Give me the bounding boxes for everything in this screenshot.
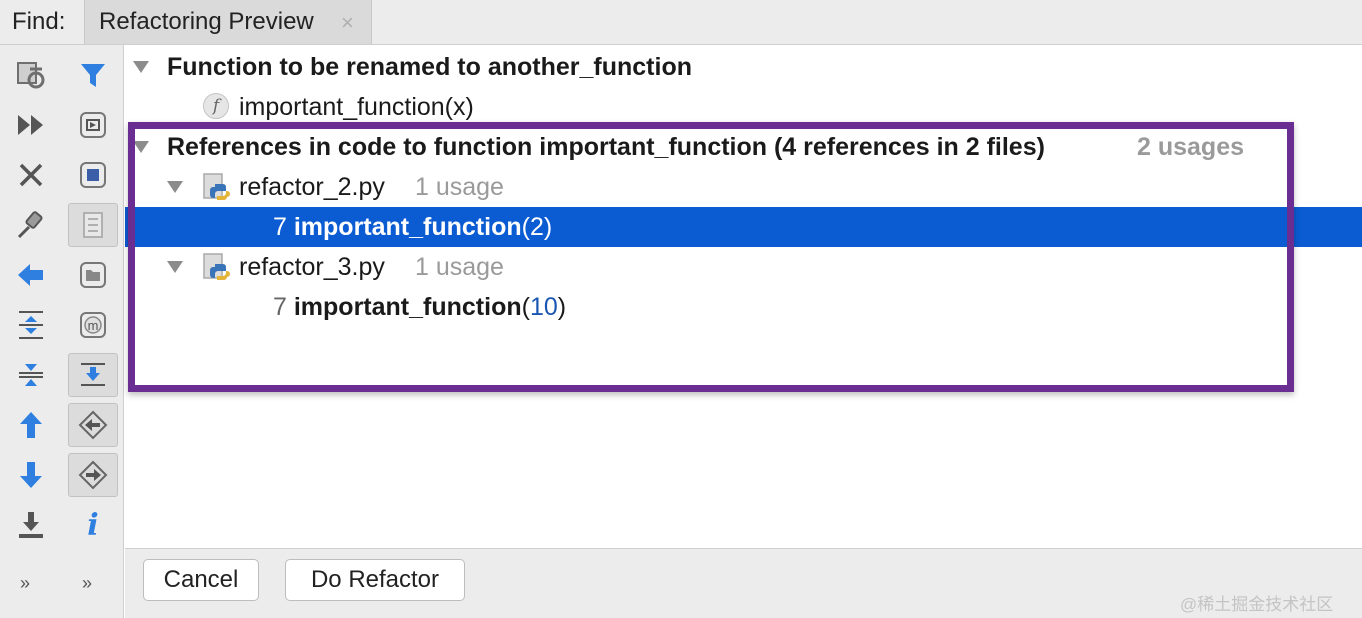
- cancel-button[interactable]: Cancel: [143, 559, 259, 601]
- python-file-icon: [203, 173, 230, 200]
- filter-button[interactable]: [68, 53, 118, 97]
- expand-icon: [19, 311, 43, 339]
- expand-all-run-icon: [18, 115, 43, 135]
- paren-open: (: [521, 293, 530, 321]
- group-title: Function to be renamed to another_functi…: [167, 53, 692, 81]
- back-arrow-icon: [18, 264, 43, 286]
- watermark: @稀土掘金技术社区: [1180, 595, 1334, 614]
- highlight-frame: [128, 122, 1294, 392]
- autoscroll-icon: [81, 363, 105, 386]
- file-usage: 1 usage: [415, 253, 504, 281]
- group-title: References in code to function important…: [167, 133, 1045, 161]
- tree-group-rename[interactable]: Function to be renamed to another_functi…: [125, 47, 1362, 87]
- stop-button[interactable]: [68, 153, 118, 197]
- filter-icon: [81, 64, 105, 87]
- tree-file-refactor-3[interactable]: refactor_3.py 1 usage: [125, 247, 1362, 287]
- collapse-arrow-icon[interactable]: [167, 261, 183, 273]
- tree-file-refactor-2[interactable]: refactor_2.py 1 usage: [125, 167, 1362, 207]
- do-refactor-button[interactable]: Do Refactor: [285, 559, 465, 601]
- bottom-bar: Cancel Do Refactor: [125, 548, 1362, 618]
- next-button[interactable]: [6, 453, 56, 497]
- pin-button[interactable]: [6, 203, 56, 247]
- tab-label: Refactoring Preview: [99, 8, 314, 35]
- pin-icon: [17, 211, 43, 239]
- tab-refactoring-preview[interactable]: Refactoring Preview ×: [84, 0, 372, 44]
- function-icon: f: [203, 93, 229, 119]
- next-occurrence-button[interactable]: [68, 453, 118, 497]
- rerun-icon: [17, 62, 45, 89]
- file-name: refactor_2.py: [239, 173, 385, 201]
- toolbar-more-1[interactable]: »: [20, 573, 31, 593]
- close-button[interactable]: [6, 153, 56, 197]
- usage-func: important_function: [293, 213, 522, 241]
- left-toolbar-secondary: m i »: [62, 45, 124, 618]
- folder-button[interactable]: [68, 253, 118, 297]
- file-usage: 1 usage: [415, 173, 504, 201]
- paren-close: ): [543, 213, 553, 241]
- tree-usage-row[interactable]: 7 important_function(10): [125, 287, 1362, 327]
- method-icon: m: [80, 312, 106, 338]
- info-button[interactable]: i: [68, 503, 118, 547]
- collapse-arrow-icon[interactable]: [167, 181, 183, 193]
- usage-count: 2 usages: [1137, 133, 1245, 161]
- usage-line: 7 important_function(2): [273, 213, 552, 242]
- tab-close-icon[interactable]: ×: [341, 10, 354, 35]
- rerun-button[interactable]: [6, 53, 56, 97]
- back-button[interactable]: [6, 253, 56, 297]
- line-number: 7: [273, 213, 287, 241]
- next-occurrence-icon: [78, 460, 108, 490]
- paren-close: ): [557, 293, 567, 321]
- usage-arg: 2: [529, 213, 544, 241]
- file-structure-icon: [83, 212, 103, 238]
- info-icon: i: [87, 507, 99, 543]
- preview-icon: [80, 112, 106, 138]
- collapse-icon: [19, 364, 43, 386]
- previous-occurrence-button[interactable]: [68, 403, 118, 447]
- folder-icon: [80, 262, 106, 288]
- export-button[interactable]: [6, 503, 56, 547]
- line-number: 7: [273, 293, 287, 321]
- usage-line: 7 important_function(10): [273, 293, 566, 322]
- previous-button[interactable]: [6, 403, 56, 447]
- python-file-icon: [203, 253, 230, 280]
- collapse-button[interactable]: [6, 353, 56, 397]
- autoscroll-button[interactable]: [68, 353, 118, 397]
- previous-occurrence-icon: [78, 410, 108, 440]
- left-toolbar: »: [0, 45, 62, 618]
- function-name: important_function(x): [239, 93, 474, 121]
- stop-icon: [80, 162, 106, 188]
- down-arrow-icon: [20, 462, 42, 488]
- collapse-arrow-icon[interactable]: [133, 141, 149, 153]
- top-bar: Find: Refactoring Preview ×: [0, 0, 1362, 45]
- toolbar-more-2[interactable]: »: [82, 573, 93, 593]
- export-icon: [19, 512, 43, 538]
- method-letter: m: [88, 318, 99, 333]
- file-name: refactor_3.py: [239, 253, 385, 281]
- paren-open: (: [521, 213, 530, 241]
- tree-item-function[interactable]: f important_function(x): [125, 87, 1362, 127]
- usage-arg: 10: [529, 293, 558, 321]
- file-structure-button[interactable]: [68, 203, 118, 247]
- usage-func: important_function: [293, 293, 522, 321]
- find-label: Find:: [12, 8, 66, 35]
- method-button[interactable]: m: [68, 303, 118, 347]
- expand-button[interactable]: [6, 303, 56, 347]
- expand-all-run-button[interactable]: [6, 103, 56, 147]
- close-icon: [19, 163, 43, 187]
- collapse-arrow-icon[interactable]: [133, 61, 149, 73]
- preview-button[interactable]: [68, 103, 118, 147]
- tree-group-references[interactable]: References in code to function important…: [125, 127, 1362, 167]
- up-arrow-icon: [20, 412, 42, 438]
- tree-usage-row-selected[interactable]: 7 important_function(2): [125, 207, 1362, 247]
